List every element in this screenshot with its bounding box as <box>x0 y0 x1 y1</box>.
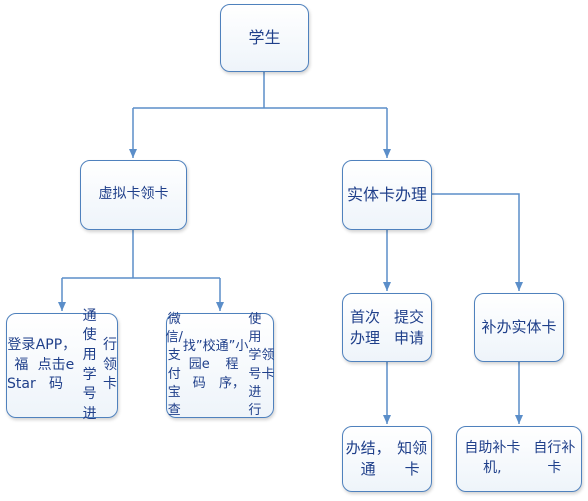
node-first-apply: 首次办理提交申请 <box>342 293 432 362</box>
node-self-reissue: 自助补卡机,自行补卡 <box>456 426 582 492</box>
node-wechat-claim: 微信/支付宝查找”校园e码通”小程序，使用学号进行领卡 <box>165 311 275 418</box>
node-reissue: 补办实体卡 <box>474 293 564 362</box>
node-student: 学生 <box>220 4 309 72</box>
node-physical-card: 实体卡办理 <box>342 160 432 230</box>
arrow-to-reissue <box>432 193 523 291</box>
node-done-notify: 办结，通知领卡 <box>342 426 432 492</box>
node-virtual-card: 虚拟卡领卡 <box>80 160 187 230</box>
